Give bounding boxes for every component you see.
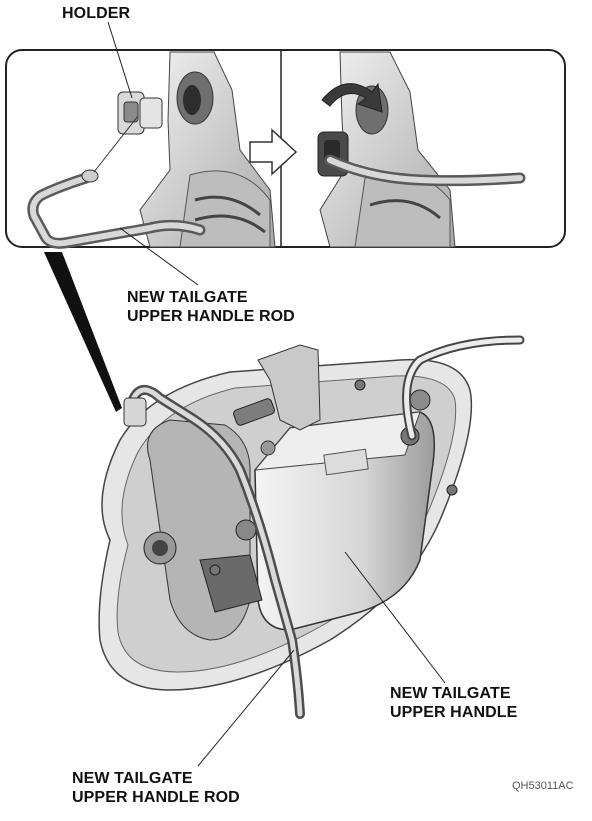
- figure-code: QH53011AC: [512, 780, 574, 792]
- callout-wedge: [44, 252, 122, 412]
- rod-inset-left: [27, 115, 206, 249]
- rod-bottom-leader-line: [197, 649, 295, 767]
- handle-assembly: [98, 335, 525, 719]
- inset-detail: [5, 49, 566, 249]
- rotate-arrow-icon: [321, 82, 383, 113]
- holder-clip: [117, 91, 163, 135]
- rod-top-leader-line: [119, 227, 199, 286]
- handle-rod-main: [127, 385, 305, 719]
- handle-label: NEW TAILGATE UPPER HANDLE: [390, 684, 517, 722]
- holder-leader-line: [107, 21, 133, 99]
- handle-label-line-1: NEW TAILGATE: [390, 685, 511, 702]
- handle-housing: [254, 411, 435, 631]
- rod-bottom-label-line-1: NEW TAILGATE: [72, 770, 193, 787]
- rod-top-label-line-2: UPPER HANDLE ROD: [127, 308, 295, 325]
- rod-inset-right: [324, 154, 526, 187]
- rod-bottom-label-line-2: UPPER HANDLE ROD: [72, 789, 240, 806]
- insertion-path: [93, 115, 139, 173]
- step-arrow-icon: [249, 128, 298, 176]
- rod-bottom-label: NEW TAILGATE UPPER HANDLE ROD: [72, 769, 240, 807]
- handle-label-line-2: UPPER HANDLE: [390, 704, 518, 721]
- holder-label-text: HOLDER: [62, 5, 131, 22]
- holder-label: HOLDER: [62, 4, 130, 23]
- inset-right-bracket: [319, 51, 456, 248]
- rod-top-label-line-1: NEW TAILGATE: [127, 289, 248, 306]
- rod-top-label: NEW TAILGATE UPPER HANDLE ROD: [127, 288, 295, 326]
- housing-label-recess: [323, 448, 369, 476]
- handle-leader-line: [344, 551, 446, 684]
